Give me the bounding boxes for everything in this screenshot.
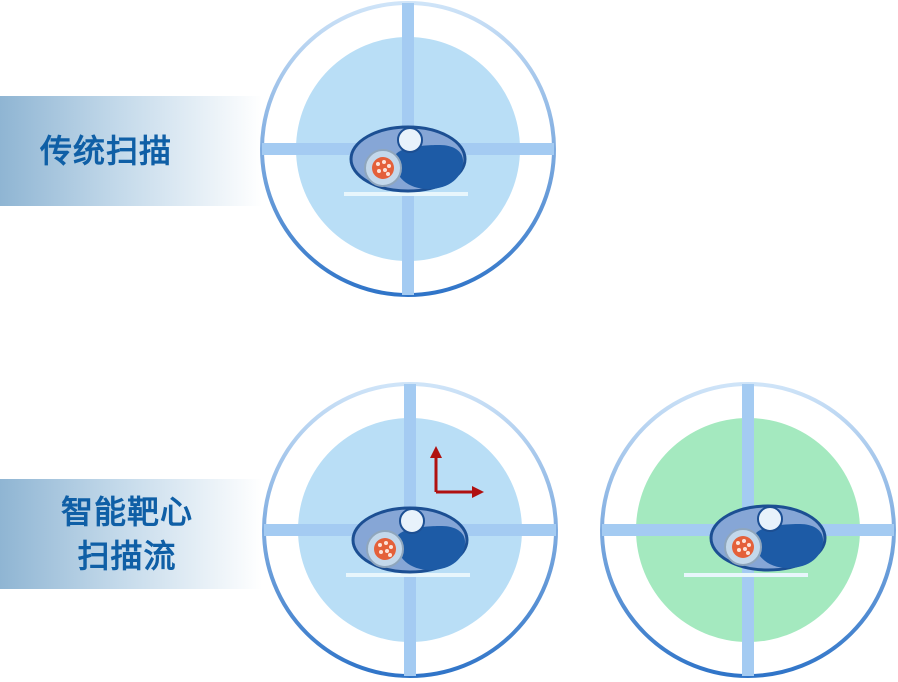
traditional-scan-label-band: 传统扫描 bbox=[0, 96, 262, 206]
patient-table bbox=[344, 192, 468, 196]
smart-scan-label-line1: 智能靶心 bbox=[60, 493, 193, 531]
patient-cross-section bbox=[709, 504, 827, 572]
patient-table bbox=[346, 573, 470, 577]
smart-scanner-diagram bbox=[262, 382, 558, 678]
traditional-scanner-diagram bbox=[260, 1, 556, 297]
patient-cross-section bbox=[349, 125, 467, 193]
patient-cross-section bbox=[351, 506, 469, 574]
table-shift-arrow-icon bbox=[430, 446, 484, 498]
smart-bullseye-scan-label-band: 智能靶心 扫描流 bbox=[0, 479, 262, 589]
patient-table bbox=[684, 573, 808, 577]
traditional-scan-label: 传统扫描 bbox=[40, 132, 173, 170]
smart-scan-label-line2: 扫描流 bbox=[77, 537, 177, 575]
smart-scanner-centered-diagram bbox=[600, 382, 896, 678]
